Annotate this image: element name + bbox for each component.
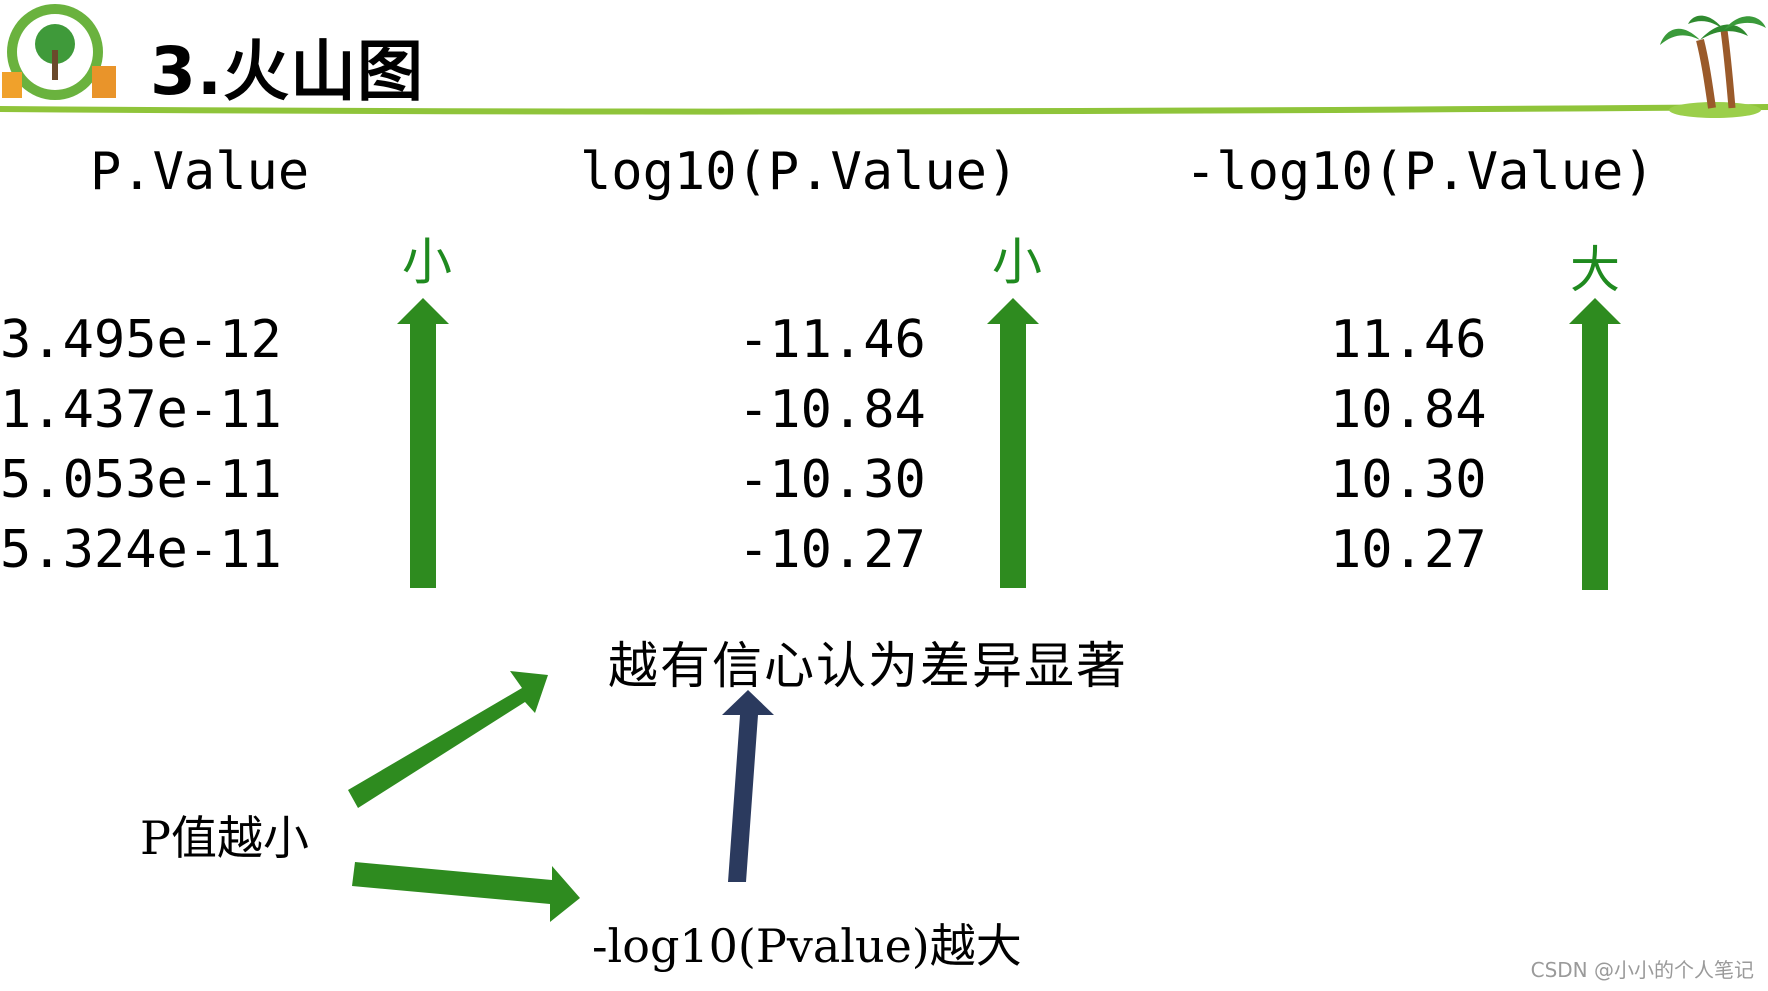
right-arrow-icon [352, 862, 580, 922]
column-header-neglog10: -log10(P.Value) [1185, 142, 1655, 202]
value-cell: 3.495e-12 [0, 310, 282, 370]
value-cell: 5.053e-11 [0, 450, 282, 510]
value-list-neglog10: 11.46 10.84 10.30 10.27 [1330, 305, 1487, 585]
direction-label: 小 [992, 233, 1042, 291]
value-cell: -10.27 [738, 520, 926, 580]
up-arrow-icon [1569, 298, 1621, 590]
logo-icon [2, 4, 116, 100]
value-cell: -10.84 [738, 380, 926, 440]
watermark: CSDN @小小的个人笔记 [1530, 958, 1754, 982]
conclusion-text: 越有信心认为差异显著 [608, 637, 1128, 695]
up-arrow-icon [987, 298, 1039, 588]
column-header-log10: log10(P.Value) [580, 142, 1019, 202]
value-cell: 5.324e-11 [0, 520, 282, 580]
direction-label: 小 [402, 233, 452, 291]
value-cell: 11.46 [1330, 310, 1487, 370]
value-cell: 1.437e-11 [0, 380, 282, 440]
column-header-pvalue: P.Value [90, 142, 310, 202]
palm-tree-icon [1660, 15, 1766, 118]
navy-up-arrow-icon [722, 690, 774, 882]
value-list-pvalue: 3.495e-12 1.437e-11 5.053e-11 5.324e-11 [0, 305, 282, 585]
value-cell: -11.46 [738, 310, 926, 370]
header-divider [0, 104, 1768, 115]
value-cell: 10.30 [1330, 450, 1487, 510]
value-list-log10: -11.46 -10.84 -10.30 -10.27 [738, 305, 926, 585]
value-cell: -10.30 [738, 450, 926, 510]
page-title: 3.火山图 [150, 33, 424, 110]
diagonal-arrow-icon [348, 671, 548, 808]
up-arrow-icon [397, 298, 449, 588]
neglog-large-text: -log10(Pvalue)越大 [592, 919, 1022, 973]
direction-label: 大 [1570, 241, 1620, 299]
value-cell: 10.27 [1330, 520, 1487, 580]
value-cell: 10.84 [1330, 380, 1487, 440]
p-small-text: P值越小 [140, 811, 309, 865]
